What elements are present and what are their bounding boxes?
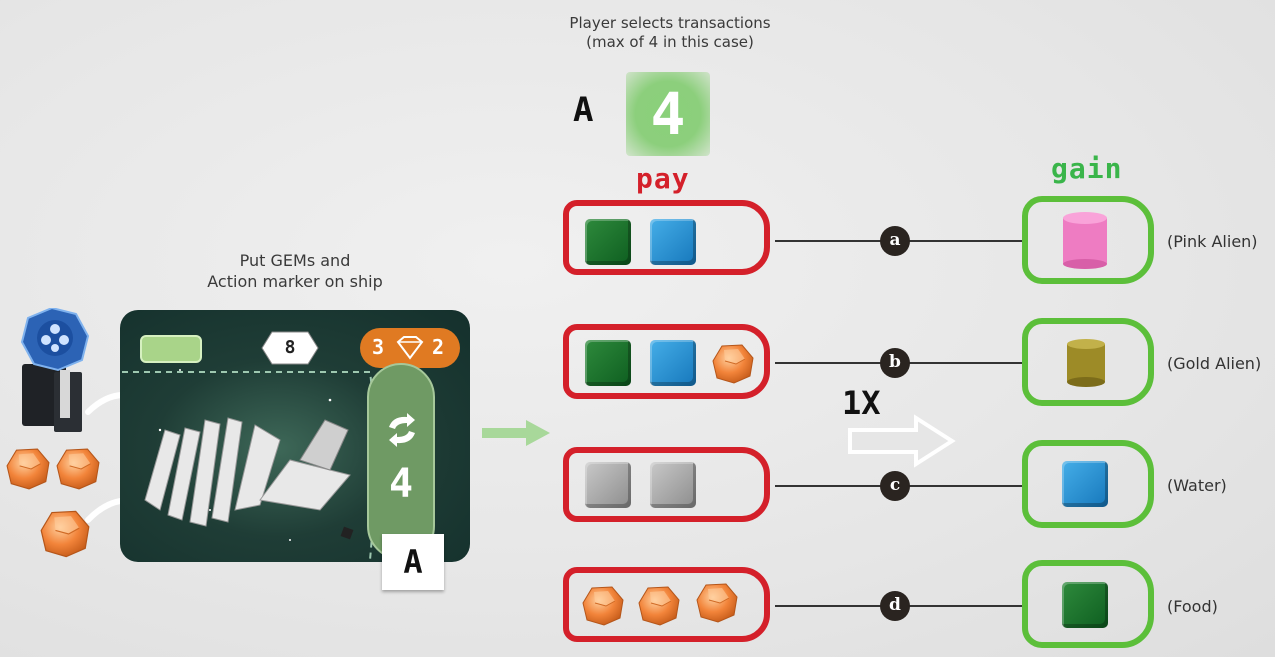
blue-cube-icon [650,219,696,265]
cycle-icon [389,413,415,447]
transaction-count-value: 4 [650,80,686,148]
diamond-icon [396,336,424,360]
cost-value: 8 [284,337,296,358]
transactions-caption-line2: (max of 4 in this case) [586,33,754,51]
gain-heading: gain [1051,152,1123,185]
green-cube-icon [1062,582,1108,628]
gain-label-a: (Pink Alien) [1167,232,1258,251]
gain-box-a [1022,196,1154,284]
action-value: 4 [388,461,414,507]
cost-badge: 8 [260,330,320,366]
gain-box-b [1022,318,1154,406]
gem-capacity-badge: 3 2 [360,328,460,368]
gem-icon [6,448,50,490]
selector-letter: A [573,90,594,130]
pay-box-b [563,324,770,399]
gain-label-c: (Water) [1167,476,1227,495]
gem-capacity-left: 3 [372,335,385,359]
transactions-caption-line1: Player selects transactions [569,14,771,32]
green-cube-icon [585,219,631,265]
transactions-caption: Player selects transactions (max of 4 in… [520,14,820,52]
flow-arrow-icon [482,420,550,446]
pink-alien-cylinder-icon [1063,212,1107,269]
green-cube-icon [585,340,631,386]
gem-icon [582,586,624,626]
gain-box-d [1022,560,1154,648]
transaction-marker-d: d [880,591,910,621]
fuel-tank-icon [140,335,202,363]
transaction-marker-c: c [880,471,910,501]
action-marker-token [20,308,90,432]
ship-caption-line2: Action marker on ship [207,272,383,291]
pay-box-c [563,447,770,522]
action-letter-tile: A [382,534,444,590]
gem-capacity-right: 2 [432,335,445,359]
gray-cube-icon [650,462,696,508]
multiplier-label: 1X [842,384,881,422]
gem-icon [712,344,754,384]
ship-caption: Put GEMs and Action marker on ship [170,250,420,292]
blue-cube-icon [1062,461,1108,507]
multiplier-arrow-icon [848,414,956,468]
ship-caption-line1: Put GEMs and [239,251,351,270]
gem-icon [696,583,738,623]
transaction-marker-b: b [880,348,910,378]
pay-box-a [563,200,770,275]
gray-cube-icon [585,462,631,508]
gold-alien-cylinder-icon [1067,339,1105,387]
gain-box-c [1022,440,1154,528]
gain-label-b: (Gold Alien) [1167,354,1262,373]
action-slot: 4 [367,363,435,560]
transaction-marker-a: a [880,226,910,256]
gain-label-d: (Food) [1167,597,1218,616]
pay-heading: pay [636,162,690,195]
gem-icon [638,586,680,626]
blue-cube-icon [650,340,696,386]
transaction-count-badge: 4 [626,72,710,156]
pay-box-d [563,567,770,642]
